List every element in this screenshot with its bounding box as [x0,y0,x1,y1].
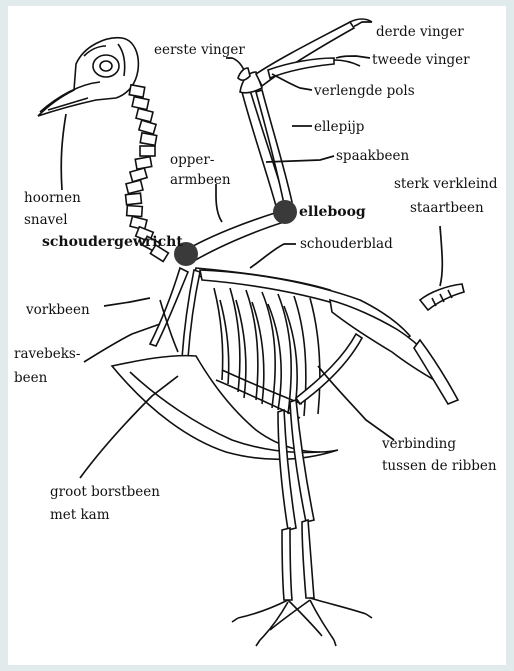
label-ravebeks-line2: been [14,370,48,386]
label-hoornen-line1: hoornen [24,190,81,206]
label-opperarmbeen-line1: opper- [170,152,214,168]
label-derde-vinger: derde vinger [376,24,464,40]
label-ravebeks-line1: ravebeks- [14,346,80,362]
label-verlengde-pols: verlengde pols [313,83,415,99]
label-groot-borstbeen-line2: met kam [50,507,110,523]
label-groot-borstbeen-line1: groot borstbeen [50,484,160,500]
label-spaakbeen: spaakbeen [336,148,409,164]
label-verbinding-line1: verbinding [381,436,456,452]
label-eerste-vinger: eerste vinger [154,42,245,58]
label-sterk-verkleind-line2: staartbeen [410,200,484,216]
label-tweede-vinger: tweede vinger [372,52,470,68]
label-ellepijp: ellepijp [314,119,364,135]
label-opperarmbeen-line2: armbeen [170,172,231,188]
label-verbinding-line2: tussen de ribben [382,458,497,474]
label-schouderblad: schouderblad [300,236,393,252]
skull [38,38,138,116]
ribcage-and-body [112,268,464,459]
label-vorkbeen: vorkbeen [25,302,90,318]
elbow-marker [273,200,297,224]
legs [232,334,372,646]
label-hoornen-line2: snavel [24,212,68,228]
label-sterk-verkleind-line1: sterk verkleind [394,176,498,192]
label-elleboog: elleboog [299,204,366,220]
label-schoudergewricht: schoudergewricht [42,234,183,250]
